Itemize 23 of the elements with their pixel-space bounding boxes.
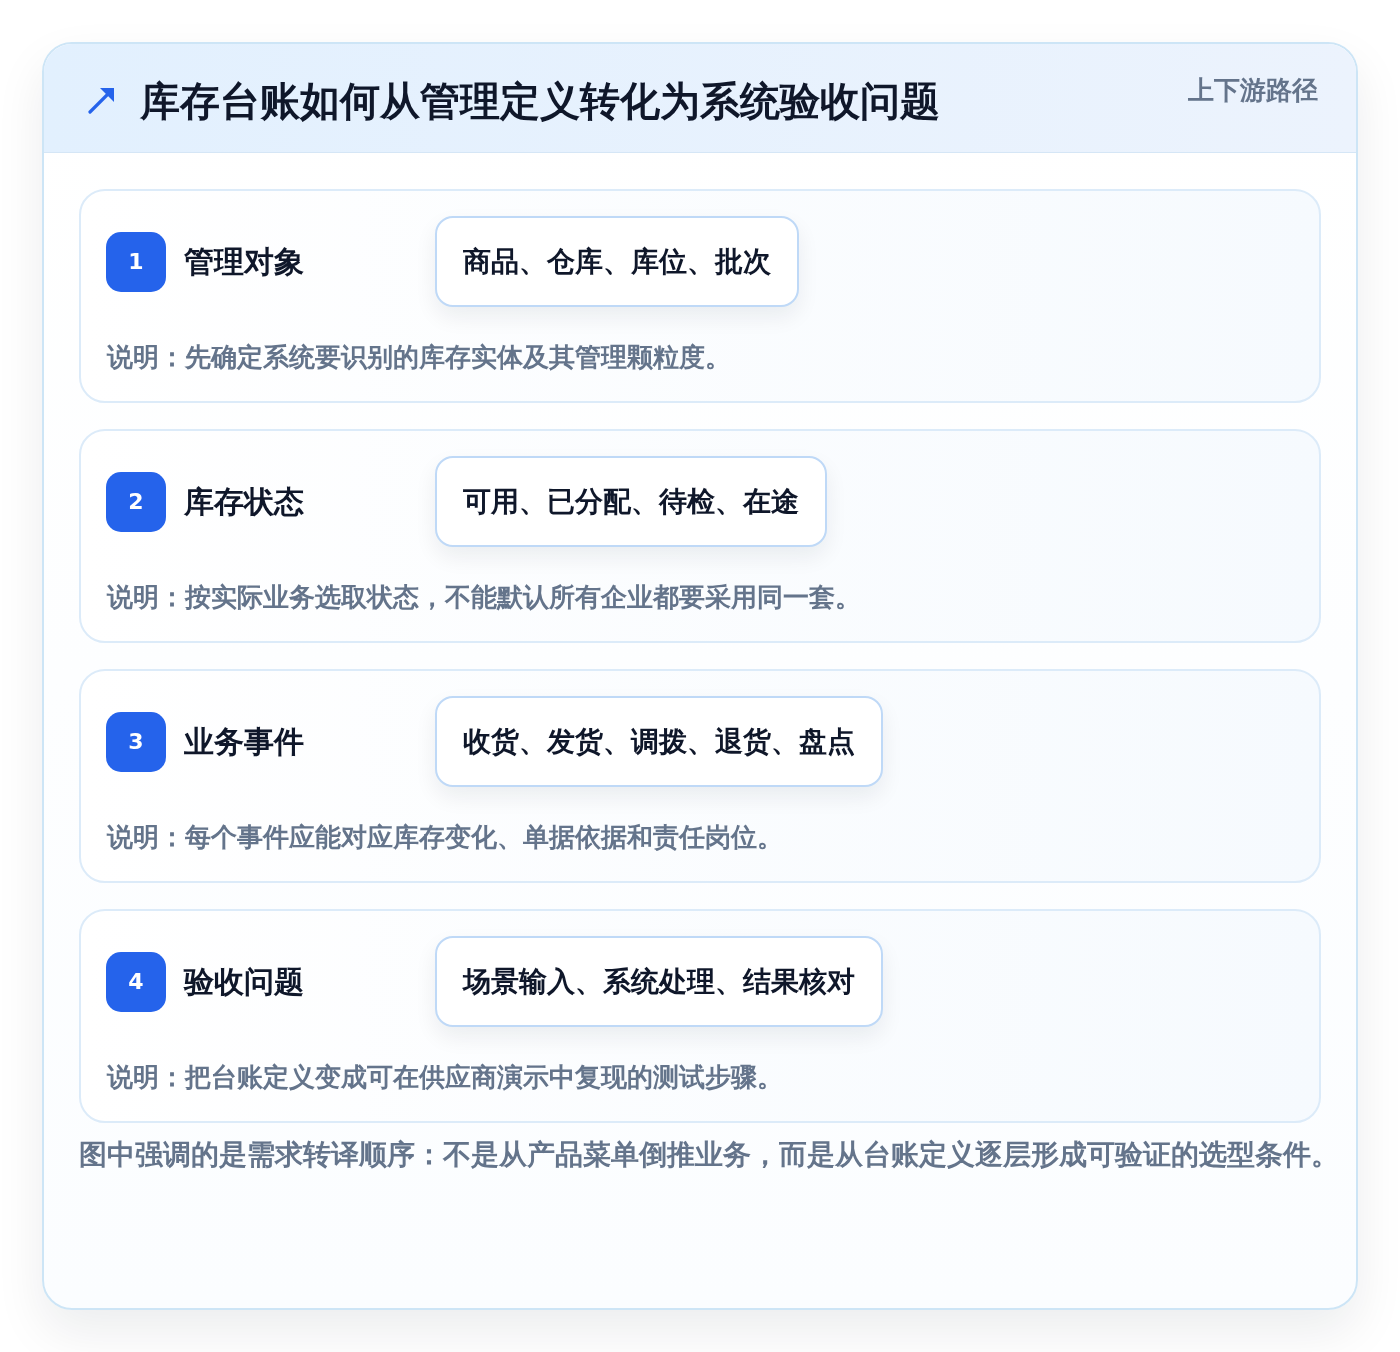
- item-chip: 可用、已分配、待检、在途: [435, 456, 827, 547]
- step-description: 说明：按实际业务选取状态，不能默认所有企业都要采用同一套。: [107, 581, 861, 613]
- step-card: [79, 909, 1321, 1123]
- item-chip: 商品、仓库、库位、批次: [435, 216, 799, 307]
- item-chip: 收货、发货、调拨、退货、盘点: [435, 696, 883, 787]
- step-heading: 验收问题: [184, 964, 304, 1000]
- step-number: 2: [106, 472, 166, 532]
- step-number: 4: [106, 952, 166, 1012]
- step-description: 说明：每个事件应能对应库存变化、单据依据和责任岗位。: [107, 821, 783, 853]
- step-heading: 库存状态: [184, 484, 304, 520]
- step-card: [79, 669, 1321, 883]
- step-description: 说明：把台账定义变成可在供应商演示中复现的测试步骤。: [107, 1061, 783, 1093]
- section-label: 上下游路径: [1188, 74, 1318, 106]
- step-number: 1: [106, 232, 166, 292]
- step-heading: 管理对象: [184, 244, 304, 280]
- step-heading: 业务事件: [184, 724, 304, 760]
- step-number: 3: [106, 712, 166, 772]
- step-card: [79, 429, 1321, 643]
- caption: 图中强调的是需求转译顺序：不是从产品菜单倒推业务，而是从台账定义逐层形成可验证的选型条件。: [79, 1137, 1339, 1173]
- title: 库存台账如何从管理定义转化为系统验收问题: [140, 78, 940, 124]
- step-card: [79, 189, 1321, 403]
- item-chip: 场景输入、系统处理、结果核对: [435, 936, 883, 1027]
- step-description: 说明：先确定系统要识别的库存实体及其管理颗粒度。: [107, 341, 731, 373]
